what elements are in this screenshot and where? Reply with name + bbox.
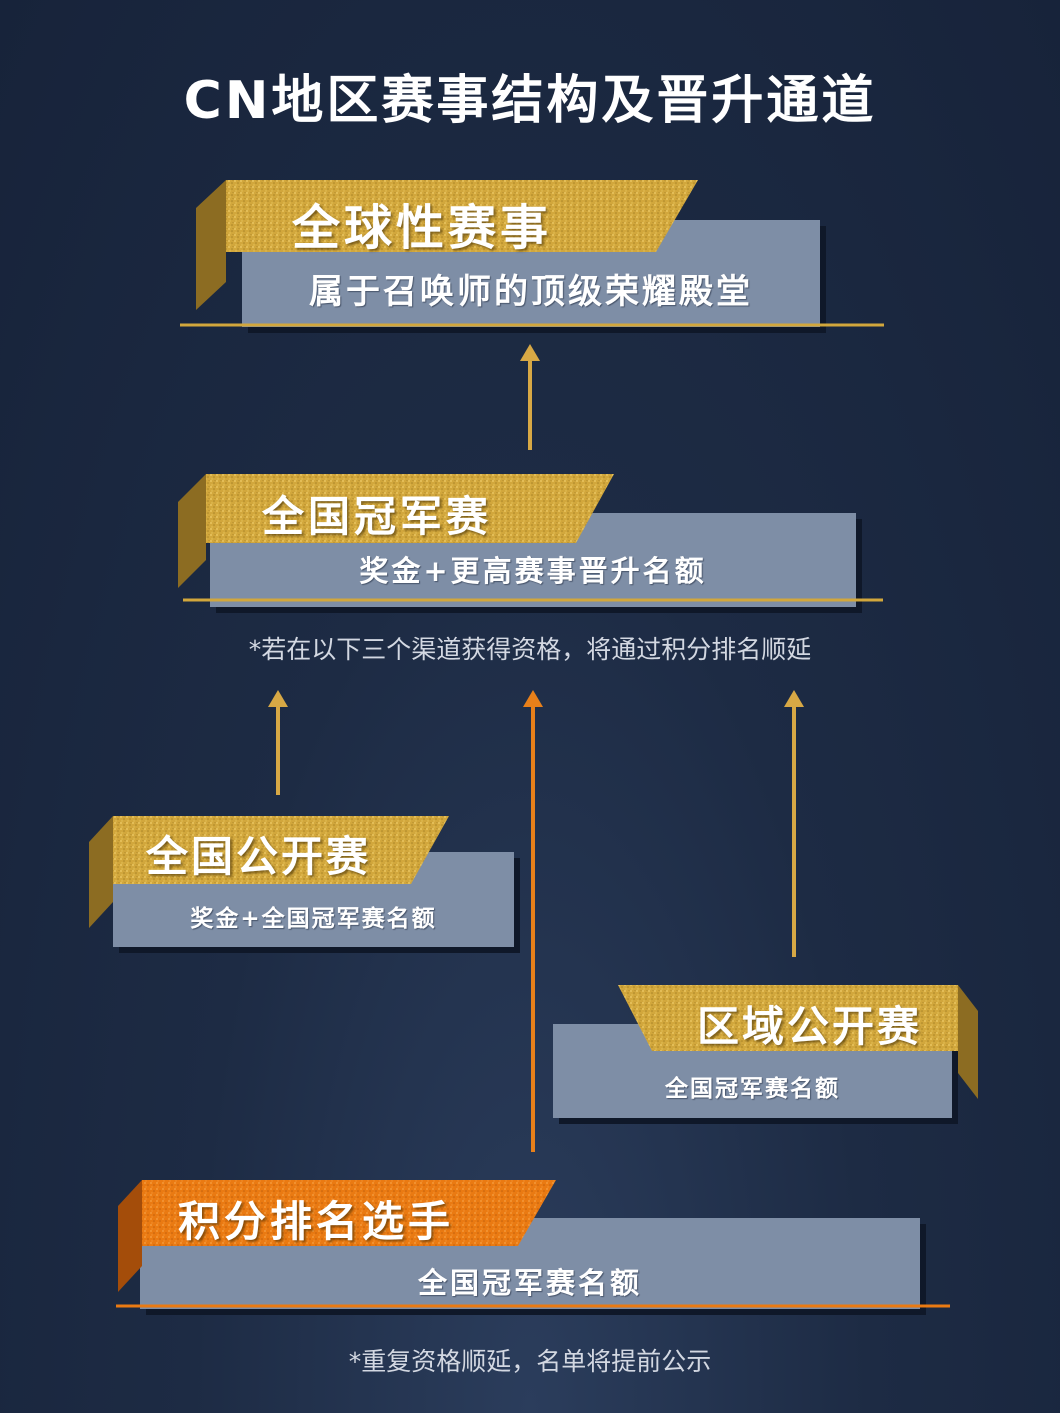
ribbon-fold <box>958 985 978 1099</box>
tier-title-national-championship: 全国冠军赛 <box>262 492 493 541</box>
ribbon-banner <box>142 1180 556 1246</box>
tier-subtitle-global: 属于召唤师的顶级荣耀殿堂 <box>309 272 753 312</box>
tier-subtitle-national-championship: 奖金+更高赛事晋升名额 <box>359 554 707 588</box>
tier-title-regional-open: 区域公开赛 <box>697 1002 923 1051</box>
tier-regional-open <box>553 985 978 1124</box>
tier-subtitle-regional-open: 全国冠军赛名额 <box>665 1076 840 1102</box>
arrow-up-icon <box>268 690 288 795</box>
tier-title-global: 全球性赛事 <box>292 200 553 256</box>
tier-title-national-open: 全国公开赛 <box>146 832 372 881</box>
arrow-up-icon <box>523 690 543 1152</box>
ribbon-banner <box>226 180 698 252</box>
tier-global <box>180 180 884 333</box>
ribbon-fold <box>89 816 113 928</box>
qualification-note: *若在以下三个渠道获得资格，将通过积分排名顺延 <box>248 635 812 664</box>
ribbon-banner <box>618 985 958 1051</box>
tier-title-ranked-players: 积分排名选手 <box>178 1197 455 1246</box>
arrow-up-icon <box>784 690 804 957</box>
page-title: CN地区赛事结构及晋升通道 <box>183 71 877 131</box>
tier-national-open <box>89 816 520 953</box>
ribbon-fold <box>196 180 226 310</box>
tier-national-championship <box>178 474 883 613</box>
tier-subtitle-national-open: 奖金+全国冠军赛名额 <box>190 906 437 932</box>
ribbon-fold <box>178 474 206 588</box>
ribbon-banner <box>113 816 449 884</box>
tier-subtitle-ranked-players: 全国冠军赛名额 <box>417 1266 642 1300</box>
ribbon-fold <box>118 1180 142 1292</box>
arrow-up-icon <box>520 344 540 450</box>
bottom-note: *重复资格顺延，名单将提前公示 <box>348 1347 712 1376</box>
ribbon-banner <box>206 474 614 543</box>
tier-ranked-players <box>116 1180 950 1315</box>
